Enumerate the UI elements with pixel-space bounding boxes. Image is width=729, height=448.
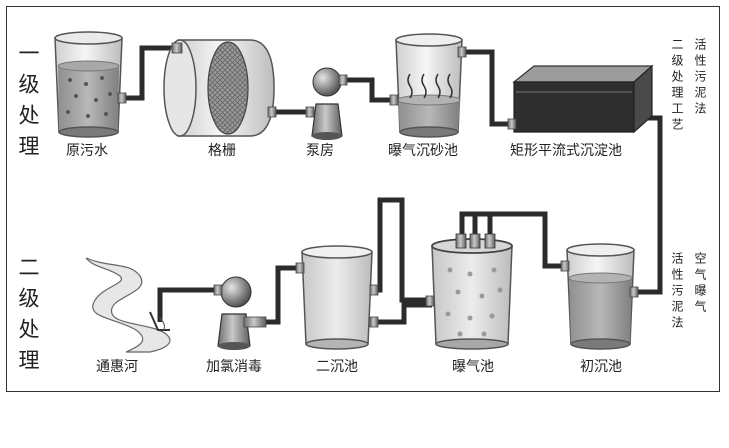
- primary-clarifier: [560, 243, 639, 350]
- label-aeration-tank: 曝气池: [452, 359, 494, 375]
- label-raw-water: 原污水: [66, 143, 108, 159]
- pipe-pump-to-grit: [342, 77, 396, 103]
- pipe-secondary-to-chlorine: [264, 265, 302, 325]
- side-label-secondary-process: 二级处理工艺: [670, 38, 684, 134]
- stage-primary-label: 一级处理: [16, 42, 40, 166]
- label-grille: 格栅: [208, 143, 236, 159]
- pipe-rect-to-primary: [632, 115, 663, 295]
- pipe-aeration-to-secondary: [392, 197, 432, 303]
- pipe-aeration-return: [372, 197, 392, 293]
- label-pump-house: 泵房: [306, 143, 334, 159]
- side-label-air-aeration: 空气曝气: [693, 252, 707, 316]
- grille-drum: [163, 39, 277, 137]
- raw-water-tank: [54, 31, 127, 138]
- label-chlorination: 加氯消毒: [206, 359, 262, 375]
- pump-house: [305, 67, 348, 140]
- pipe-raw-to-grille: [122, 45, 172, 101]
- label-river: 通惠河: [96, 359, 138, 375]
- label-aerated-grit: 曝气沉砂池: [388, 143, 458, 159]
- chlorination-unit: [213, 276, 267, 350]
- river-illustration: [85, 257, 171, 353]
- pipe-chlorine-to-river: [157, 287, 218, 322]
- aeration-tank: [425, 233, 513, 350]
- pipe-grit-to-rect: [462, 49, 514, 127]
- side-label-sludge-top: 活性污泥法: [693, 38, 707, 118]
- pipe-primary-to-aeration: [459, 211, 567, 269]
- label-secondary-clarifier: 二沉池: [316, 359, 358, 375]
- label-rect-sedimentation: 矩形平流式沉淀池: [510, 143, 622, 159]
- stage-secondary-label: 二级处理: [16, 256, 40, 380]
- secondary-clarifier: [295, 245, 379, 350]
- rect-sedimentation-tank: [507, 64, 654, 134]
- aerated-grit-chamber: [389, 33, 467, 138]
- label-primary-clarifier: 初沉池: [580, 359, 622, 375]
- side-label-sludge-bottom: 活性污泥法: [670, 252, 684, 332]
- pipe-aeration-lower: [372, 302, 432, 325]
